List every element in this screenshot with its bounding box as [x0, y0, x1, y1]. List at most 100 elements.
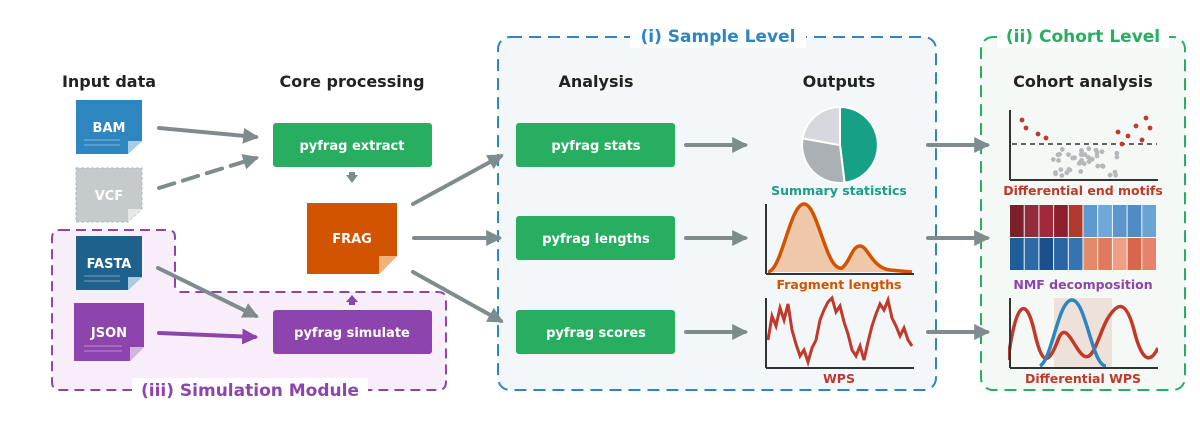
header-outputs: Outputs: [803, 72, 876, 91]
fasta-file-icon: FASTA: [76, 236, 142, 290]
motif-point-significant: [1147, 125, 1153, 131]
wps-plot: [765, 294, 914, 369]
pyfrag-scores-button[interactable]: pyfrag scores: [516, 310, 675, 354]
heatmap-cell: [1010, 238, 1024, 270]
summary-statistics-pie: [801, 105, 879, 184]
heatmap-cell: [1112, 238, 1127, 270]
motif-point: [1095, 163, 1101, 169]
heatmap-cell: [1054, 238, 1068, 270]
motif-point: [1059, 173, 1065, 179]
differential-end-motifs-caption: Differential end motifs: [1003, 183, 1163, 198]
cohort-level-title: (ii) Cohort Level: [1006, 27, 1160, 47]
motif-point-significant: [1119, 141, 1125, 147]
heatmap-cell: [1024, 238, 1039, 270]
pyfrag-extract-button[interactable]: pyfrag extract: [273, 123, 432, 167]
pyfrag-stats-button[interactable]: pyfrag stats: [516, 123, 675, 167]
frag-file-icon: FRAG: [307, 203, 397, 274]
pyfrag-stats-label: pyfrag stats: [551, 139, 640, 154]
motif-point-significant: [1043, 135, 1049, 141]
heatmap-cell: [1010, 205, 1024, 237]
pyfrag-lengths-label: pyfrag lengths: [542, 232, 650, 247]
motif-point: [1078, 169, 1084, 174]
pyfrag-simulate-button[interactable]: pyfrag simulate: [273, 310, 432, 354]
fragment-lengths-caption: Fragment lengths: [777, 277, 902, 292]
arrow-simulate-to-frag-head: [346, 295, 358, 302]
heatmap-cell: [1127, 205, 1142, 237]
motif-point: [1057, 151, 1062, 157]
motif-point: [1058, 167, 1064, 173]
pyfrag-extract-label: pyfrag extract: [300, 139, 405, 154]
motif-point: [1107, 172, 1113, 178]
heatmap-cell: [1068, 238, 1083, 270]
differential-end-motifs-scatter: [1009, 110, 1158, 181]
header-analysis: Analysis: [558, 72, 633, 91]
arrow-bam-to-extract: [157, 126, 260, 144]
arrow-frag-to-stats: [411, 154, 504, 206]
motif-point-significant: [1139, 137, 1145, 143]
motif-point: [1066, 152, 1071, 158]
vcf-label: VCF: [95, 189, 123, 204]
heatmap-cell: [1039, 238, 1054, 270]
frag-label: FRAG: [332, 232, 372, 247]
motif-point: [1112, 169, 1118, 175]
heatmap-cell: [1083, 238, 1098, 270]
motif-point: [1066, 167, 1072, 172]
heatmap-cell: [1024, 205, 1039, 237]
motif-point-significant: [1035, 131, 1041, 137]
json-label: JSON: [90, 326, 127, 341]
simulation-module-title: (iii) Simulation Module: [141, 381, 359, 401]
heatmap-cell: [1083, 205, 1098, 237]
bam-label: BAM: [93, 121, 126, 136]
motif-point: [1070, 155, 1076, 161]
header-cohort-analysis: Cohort analysis: [1013, 72, 1153, 91]
motif-point: [1059, 147, 1065, 152]
pyfrag-lengths-button[interactable]: pyfrag lengths: [516, 216, 675, 260]
nmf-decomposition-heatmap: [1010, 205, 1156, 270]
heatmap-cell: [1054, 205, 1068, 237]
nmf-decomposition-caption: NMF decomposition: [1013, 277, 1152, 292]
motif-point-significant: [1019, 117, 1025, 123]
motif-point: [1079, 148, 1084, 153]
motif-point-significant: [1115, 129, 1121, 135]
heatmap-cell: [1068, 205, 1083, 237]
motif-point: [1053, 171, 1058, 177]
vcf-file-icon: VCF: [75, 167, 143, 223]
heatmap-cell: [1039, 205, 1054, 237]
motif-point: [1094, 150, 1100, 155]
differential-wps-caption: Differential WPS: [1025, 371, 1141, 386]
header-input-data: Input data: [62, 72, 156, 91]
pyfrag-scores-label: pyfrag scores: [546, 326, 646, 341]
arrow-json-to-simulate: [157, 328, 259, 345]
motif-point: [1050, 157, 1056, 162]
motif-point-significant: [1143, 115, 1149, 121]
motif-point-significant: [1125, 133, 1131, 139]
motif-point: [1089, 156, 1095, 162]
motif-point: [1086, 146, 1092, 152]
heatmap-cell: [1098, 205, 1112, 237]
heatmap-cell: [1098, 238, 1112, 270]
fragment-lengths-plot: [765, 202, 914, 275]
fasta-label: FASTA: [87, 257, 132, 272]
flow-arrows: [156, 126, 991, 340]
differential-wps-plot: [1008, 298, 1158, 369]
header-core-processing: Core processing: [279, 72, 424, 91]
pyfrag-simulate-label: pyfrag simulate: [294, 326, 410, 341]
arrow-vcf-to-extract: [157, 154, 260, 190]
motif-point-significant: [1023, 125, 1029, 131]
motif-point: [1094, 153, 1100, 159]
heatmap-cell: [1127, 238, 1142, 270]
wps-caption: WPS: [823, 371, 855, 386]
motif-point: [1099, 149, 1105, 155]
json-file-icon: JSON: [74, 303, 144, 361]
arrow-fasta-to-simulate: [156, 266, 259, 318]
sample-level-title: (i) Sample Level: [641, 27, 796, 47]
summary-statistics-caption: Summary statistics: [771, 183, 907, 198]
motif-point: [1056, 158, 1061, 163]
arrow-frag-to-scores: [411, 270, 504, 323]
motif-point: [1085, 154, 1091, 160]
bam-file-icon: BAM: [76, 100, 142, 154]
arrow-extract-to-frag-head: [346, 175, 358, 183]
motif-point: [1114, 154, 1120, 160]
motif-point: [1099, 163, 1105, 169]
